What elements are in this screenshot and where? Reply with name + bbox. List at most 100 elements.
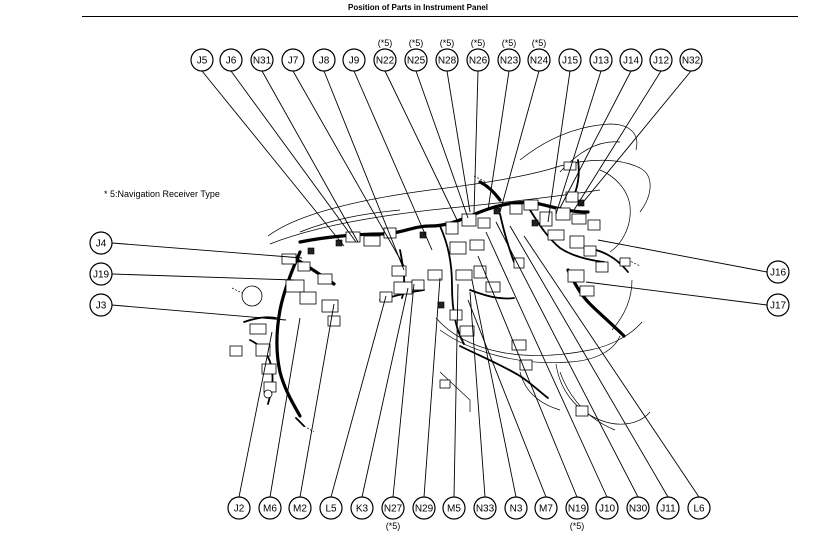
callout-label: J9 bbox=[349, 56, 360, 67]
callout-label: J7 bbox=[288, 56, 299, 67]
connector-callout-n26: N26(*5) bbox=[466, 38, 490, 72]
connector-callout-m6: M6 bbox=[258, 496, 282, 520]
callout-note: (*5) bbox=[532, 38, 547, 48]
callout-label: N23 bbox=[500, 56, 519, 67]
connector-callout-j10: J10 bbox=[595, 496, 619, 520]
leader-j16 bbox=[597, 239, 768, 273]
leader-j12 bbox=[573, 70, 662, 211]
connector-callout-j2: J2 bbox=[227, 496, 251, 520]
callout-label: N30 bbox=[629, 504, 648, 515]
leader-j11 bbox=[509, 225, 669, 498]
connector-callout-j8: J8 bbox=[312, 48, 336, 72]
instrument-panel-illustration bbox=[229, 123, 651, 433]
navigation-note: * 5:Navigation Receiver Type bbox=[104, 189, 220, 199]
callout-circle bbox=[565, 496, 589, 520]
callout-circle bbox=[626, 496, 650, 520]
connector-callout-k3: K3 bbox=[350, 496, 374, 520]
callout-label: J19 bbox=[93, 270, 110, 281]
callout-label: J11 bbox=[660, 504, 676, 515]
connector-callout-j6: J6 bbox=[219, 48, 243, 72]
connector-callout-j14: J14 bbox=[619, 48, 643, 72]
callout-label: N31 bbox=[253, 56, 272, 67]
callout-circle bbox=[558, 48, 582, 72]
callout-note: (*5) bbox=[570, 521, 585, 531]
connector-callout-j19: J19 bbox=[89, 262, 113, 286]
connector-callout-n23: N23(*5) bbox=[497, 38, 521, 72]
callout-label: J6 bbox=[226, 56, 237, 67]
leader-n32 bbox=[579, 70, 692, 207]
callout-label: J14 bbox=[623, 56, 640, 67]
callout-label: M7 bbox=[539, 504, 553, 515]
leader-n24 bbox=[499, 70, 540, 213]
callout-label: N22 bbox=[376, 56, 395, 67]
callout-circle bbox=[619, 48, 643, 72]
leader-n27 bbox=[392, 283, 415, 498]
callout-circle bbox=[649, 48, 673, 72]
connector-callout-n32: N32 bbox=[679, 48, 703, 72]
connector-callout-m7: M7 bbox=[534, 496, 558, 520]
callout-note: (*5) bbox=[386, 521, 401, 531]
callout-label: N28 bbox=[438, 56, 457, 67]
leader-j9 bbox=[353, 70, 433, 251]
connector-callout-j3: J3 bbox=[89, 293, 113, 317]
header-rule bbox=[82, 16, 798, 17]
callout-label: K3 bbox=[356, 504, 369, 515]
callout-circle bbox=[288, 496, 312, 520]
callout-label: J12 bbox=[653, 56, 670, 67]
callout-circle bbox=[527, 48, 551, 72]
callout-label: J16 bbox=[770, 268, 787, 279]
callout-circle bbox=[504, 496, 528, 520]
leader-m5 bbox=[453, 283, 459, 498]
connector-callout-m5: M5 bbox=[442, 496, 466, 520]
leader-l6 bbox=[523, 235, 700, 498]
connector-callout-n22: N22(*5) bbox=[373, 38, 397, 72]
callout-circle bbox=[350, 496, 374, 520]
callout-circle bbox=[190, 48, 214, 72]
callout-circle bbox=[404, 48, 428, 72]
callout-label: N25 bbox=[407, 56, 426, 67]
leader-n3 bbox=[471, 279, 517, 498]
callout-label: N19 bbox=[568, 504, 587, 515]
callout-label: J10 bbox=[599, 504, 616, 515]
connector-callout-n25: N25(*5) bbox=[404, 38, 428, 72]
callout-circle bbox=[342, 48, 366, 72]
leader-l5 bbox=[330, 295, 387, 498]
callout-circle bbox=[534, 496, 558, 520]
callout-circle bbox=[258, 496, 282, 520]
leader-m7 bbox=[467, 299, 547, 498]
callout-circle bbox=[497, 48, 521, 72]
connector-callout-n27: N27 (*5) bbox=[381, 496, 405, 531]
connector-callout-j5: J5 bbox=[190, 48, 214, 72]
callout-circle bbox=[442, 496, 466, 520]
callout-circle bbox=[589, 48, 613, 72]
callout-circle bbox=[466, 48, 490, 72]
callout-label: J17 bbox=[770, 301, 787, 312]
leader-n23 bbox=[487, 70, 510, 211]
callout-label: M2 bbox=[293, 504, 307, 515]
callout-circle bbox=[656, 496, 680, 520]
leader-j10 bbox=[485, 231, 608, 498]
leader-k3 bbox=[361, 287, 409, 498]
leader-n30 bbox=[495, 221, 639, 498]
callout-circle bbox=[227, 496, 251, 520]
leader-n19 bbox=[477, 255, 578, 498]
callout-label: J15 bbox=[562, 56, 579, 67]
callout-circle bbox=[687, 496, 711, 520]
callout-label: M5 bbox=[447, 504, 461, 515]
connector-callout-l6: L6 bbox=[687, 496, 711, 520]
connector-callout-l5: L5 bbox=[319, 496, 343, 520]
connector-callout-j12: J12 bbox=[649, 48, 673, 72]
leader-n26 bbox=[473, 70, 479, 215]
callout-label: N27 bbox=[384, 504, 403, 515]
leader-j3 bbox=[111, 304, 287, 321]
connector-callout-n33: N33 bbox=[473, 496, 497, 520]
connector-callout-j11: J11 bbox=[656, 496, 680, 520]
leader-n25 bbox=[415, 70, 469, 219]
callout-label: J13 bbox=[593, 56, 610, 67]
leader-n33 bbox=[469, 291, 486, 498]
leader-j4 bbox=[111, 242, 303, 259]
callout-circle bbox=[373, 48, 397, 72]
connector-callout-m2: M2 bbox=[288, 496, 312, 520]
connector-callout-j15: J15 bbox=[558, 48, 582, 72]
